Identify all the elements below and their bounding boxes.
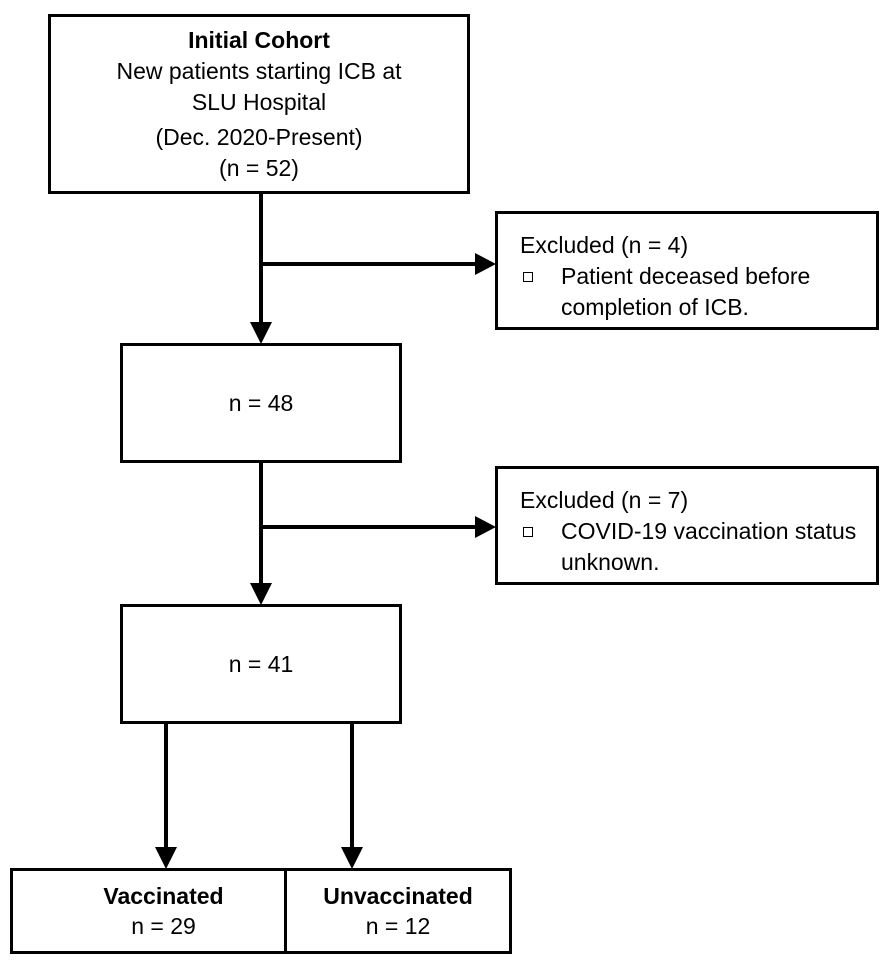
excluded-reason-1: Patient deceased before completion of IC… (561, 263, 811, 320)
remaining-cohort-box-1: n = 48 (120, 343, 402, 463)
excluded-item-2: COVID-19 vaccination status unknown. (520, 516, 876, 578)
initial-cohort-date-range: (Dec. 2020-Present) (155, 123, 363, 150)
remaining-count-2: n = 41 (228, 650, 294, 677)
excluded-reason-2: COVID-19 vaccination status unknown. (561, 518, 857, 575)
initial-cohort-line1: New patients starting ICB at (116, 57, 402, 84)
arrowhead-n48 (250, 322, 272, 344)
arrowhead-excluded2 (475, 516, 496, 538)
checkbox-bullet-icon (523, 272, 533, 282)
initial-cohort-line2: SLU Hospital (191, 88, 327, 115)
arrowhead-unvaccinated (341, 847, 363, 869)
excluded-box-2: Excluded (n = 7) COVID-19 vaccination st… (495, 466, 879, 585)
vaccinated-count: n = 29 (131, 913, 196, 939)
unvaccinated-title: Unvaccinated (323, 883, 473, 909)
unvaccinated-count: n = 12 (365, 913, 431, 939)
arrowhead-n41 (250, 583, 272, 605)
unvaccinated-box: Unvaccinated n = 12 (284, 868, 512, 954)
initial-cohort-box: Initial Cohort New patients starting ICB… (48, 14, 470, 194)
excluded-item-1: Patient deceased before completion of IC… (520, 261, 876, 323)
checkbox-bullet-icon (523, 527, 533, 537)
vaccinated-title: Vaccinated (103, 883, 224, 909)
remaining-count-1: n = 48 (228, 389, 294, 416)
vaccinated-box: Vaccinated n = 29 (10, 868, 317, 954)
initial-cohort-title: Initial Cohort (188, 26, 330, 53)
excluded-heading-1: Excluded (n = 4) (520, 232, 689, 258)
arrowhead-vaccinated (155, 847, 177, 869)
excluded-box-1: Excluded (n = 4) Patient deceased before… (495, 211, 879, 330)
arrowhead-excluded1 (475, 253, 496, 275)
excluded-heading-2: Excluded (n = 7) (520, 487, 689, 513)
initial-cohort-count: (n = 52) (219, 154, 299, 181)
remaining-cohort-box-2: n = 41 (120, 604, 402, 724)
